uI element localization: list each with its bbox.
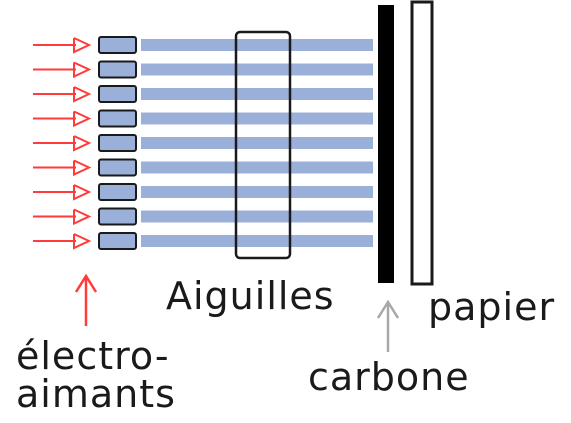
electromagnet [98, 134, 137, 152]
input-arrow-head [73, 110, 92, 128]
needles-label: Aiguilles [166, 274, 335, 318]
needle [141, 88, 373, 100]
input-signal-arrows [33, 37, 92, 250]
paper-label: papier [428, 285, 556, 329]
input-arrow-head [73, 208, 92, 226]
input-arrow-head [73, 233, 92, 250]
needle [141, 63, 373, 76]
needle [141, 39, 373, 51]
input-arrow [33, 110, 92, 128]
input-arrow-head [73, 135, 92, 152]
input-arrow [33, 159, 92, 177]
input-arrow-head [73, 184, 92, 201]
electromagnet [98, 109, 137, 128]
needle [141, 235, 373, 247]
input-arrow [33, 86, 92, 103]
electromagnet [98, 36, 137, 54]
electromagnet [98, 232, 137, 250]
needles [141, 39, 373, 247]
needle [141, 161, 373, 174]
needle-guide [234, 30, 292, 260]
electromagnets-label-line1: électro- [16, 334, 170, 378]
electromagnet [98, 158, 137, 177]
carbon-pointer-arrow [376, 299, 400, 352]
electromagnets [98, 36, 137, 250]
input-arrow-head [73, 61, 92, 79]
input-arrow [33, 208, 92, 226]
electromagnet [98, 85, 137, 103]
input-arrow-head [73, 159, 92, 177]
needle [141, 112, 373, 125]
input-arrow [33, 61, 92, 79]
input-arrow-head [73, 86, 92, 103]
paper-sheet [410, 0, 434, 286]
electromagnets-label-line2: aimants [16, 372, 176, 416]
carbon-label: carbone [308, 355, 470, 399]
needle [141, 210, 373, 223]
electromagnet [98, 207, 137, 226]
carbon-ribbon [378, 5, 394, 283]
input-arrow [33, 184, 92, 201]
needle [141, 186, 373, 198]
input-arrow [33, 233, 92, 250]
input-arrow [33, 135, 92, 152]
input-arrow-head [73, 37, 92, 54]
electromagnet [98, 60, 137, 79]
needle [141, 137, 373, 149]
electromagnet [98, 183, 137, 201]
input-arrow [33, 37, 92, 54]
electromagnets-pointer-arrow [74, 273, 98, 326]
